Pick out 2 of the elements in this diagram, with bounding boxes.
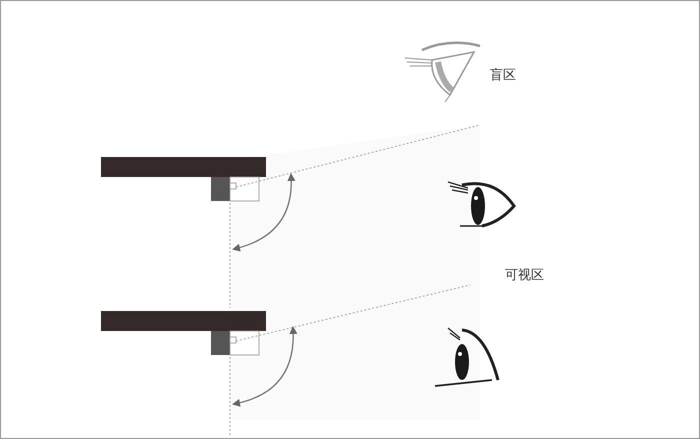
zone-label: 可视区 [505, 267, 544, 284]
zone-label: 盲区 [490, 67, 516, 84]
